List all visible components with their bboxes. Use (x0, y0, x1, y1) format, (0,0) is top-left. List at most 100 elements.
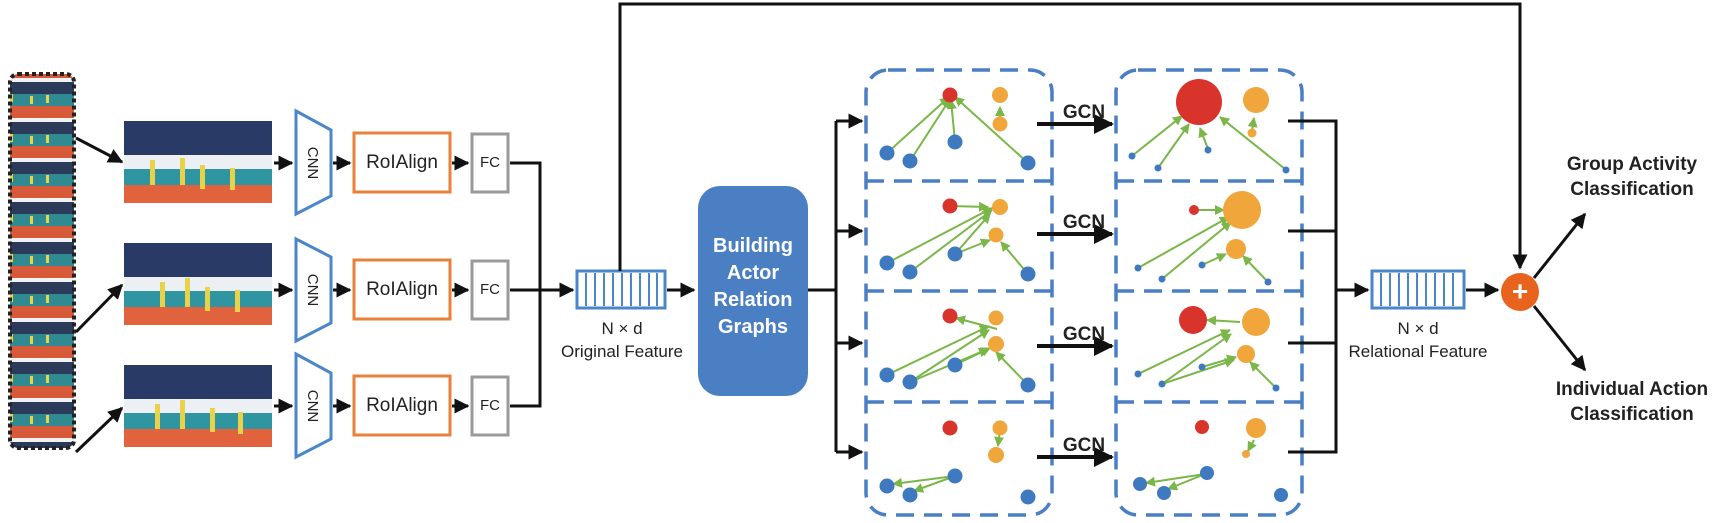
actor-node (1179, 306, 1207, 334)
actor-node (992, 199, 1008, 215)
actor-node (1133, 477, 1147, 491)
individual-action-line-2: Classification (1570, 404, 1694, 425)
initial-graph-2 (879, 198, 1036, 282)
builder-line-1: Building (713, 235, 793, 257)
actor-node (1226, 239, 1246, 259)
roialign-label: RoIAlign (366, 395, 438, 416)
graphs-merge-connector (1288, 119, 1370, 454)
initial-graph-4 (879, 420, 1036, 505)
actor-node (879, 478, 895, 494)
refined-graph-4 (1133, 418, 1288, 502)
actor-node (1243, 87, 1269, 113)
cnn-label: CNN (304, 390, 321, 423)
actor-node (992, 116, 1008, 132)
actor-node (1134, 370, 1142, 378)
individual-action-line-1: Individual Action (1556, 379, 1708, 400)
actor-node (988, 336, 1004, 352)
gcn-label: GCN (1063, 102, 1105, 123)
refined-graph-2 (1134, 191, 1272, 286)
fc-label: FC (480, 154, 500, 171)
actor-node (942, 87, 958, 103)
gcn-arrows (1037, 114, 1114, 467)
fc-label: FC (480, 397, 500, 414)
actor-node (1020, 155, 1036, 171)
filmstrip-to-frame-arrows (74, 136, 124, 454)
actor-node (1195, 420, 1209, 434)
relational-feature-dims: N × d (1397, 319, 1438, 338)
gcn-label: GCN (1063, 212, 1105, 233)
builder-fanout-connector (808, 113, 864, 460)
actor-node (1134, 264, 1142, 272)
building-relation-graphs-block: Building Actor Relation Graphs (698, 186, 808, 396)
actor-node (1154, 164, 1162, 172)
video-frame-3 (124, 365, 272, 447)
original-feature-dims: N × d (601, 319, 642, 338)
pipeline-row-3: CNN RoIAlign FC (274, 351, 510, 460)
refined-graphs-container (1114, 68, 1304, 517)
actor-node (1020, 489, 1036, 505)
actor-node (1200, 466, 1214, 480)
builder-line-4: Graphs (718, 316, 788, 338)
actor-node (942, 198, 958, 214)
actor-node (1223, 191, 1261, 229)
cnn-trapezoid (294, 351, 333, 460)
cnn-trapezoid (294, 108, 333, 217)
actor-node (1264, 278, 1272, 286)
refined-graph-3 (1134, 306, 1280, 392)
actor-node (1158, 380, 1166, 388)
relational-feature-tensor (1370, 269, 1466, 310)
actor-node (947, 246, 963, 262)
actor-node (1242, 308, 1270, 336)
actor-node (1246, 418, 1266, 438)
original-feature-tensor (575, 269, 667, 310)
roialign-label: RoIAlign (366, 279, 438, 300)
cnn-label: CNN (304, 147, 321, 180)
actor-node (988, 227, 1004, 243)
actor-node (1189, 205, 1199, 215)
builder-line-2: Actor (727, 262, 779, 284)
initial-graphs-container (864, 68, 1054, 517)
roialign-box (352, 374, 452, 437)
actor-node (902, 264, 918, 280)
actor-node (1274, 488, 1288, 502)
video-frame-2 (124, 243, 272, 325)
actor-node (1176, 79, 1222, 125)
actor-node (942, 308, 958, 324)
actor-node (1198, 261, 1206, 269)
actor-node (1020, 266, 1036, 282)
fc-box (470, 132, 510, 194)
actor-node (879, 255, 895, 271)
actor-node (1020, 377, 1036, 393)
actor-node (992, 420, 1008, 436)
plus-icon: + (1512, 275, 1528, 306)
video-frame-1 (124, 121, 272, 203)
roialign-label: RoIAlign (366, 152, 438, 173)
video-frames (124, 121, 272, 447)
refined-graph-1 (1128, 79, 1290, 174)
actor-node (1247, 128, 1257, 138)
fc-merge-connector (510, 161, 575, 408)
actor-node (1204, 146, 1212, 154)
gcn-label: GCN (1063, 435, 1105, 456)
actor-node (902, 374, 918, 390)
actor-node (1198, 363, 1206, 371)
fc-box (470, 375, 510, 437)
actor-node (1128, 152, 1136, 160)
initial-graph-3 (879, 308, 1036, 393)
video-filmstrip (8, 72, 76, 450)
actor-node (902, 487, 918, 503)
relational-feature-caption: Relational Feature (1349, 342, 1488, 361)
gcn-label: GCN (1063, 324, 1105, 345)
pipeline-row-2: CNN RoIAlign FC (274, 236, 510, 344)
actor-node (1237, 345, 1255, 363)
group-activity-line-2: Classification (1570, 179, 1694, 200)
roialign-box (352, 258, 452, 321)
actor-node (947, 134, 963, 150)
actor-node (942, 420, 958, 436)
actor-node (988, 310, 1004, 326)
actor-node (1242, 450, 1250, 458)
cnn-trapezoid (294, 236, 333, 344)
initial-graph-1 (879, 87, 1036, 171)
fusion-plus-node: + (1501, 273, 1539, 311)
